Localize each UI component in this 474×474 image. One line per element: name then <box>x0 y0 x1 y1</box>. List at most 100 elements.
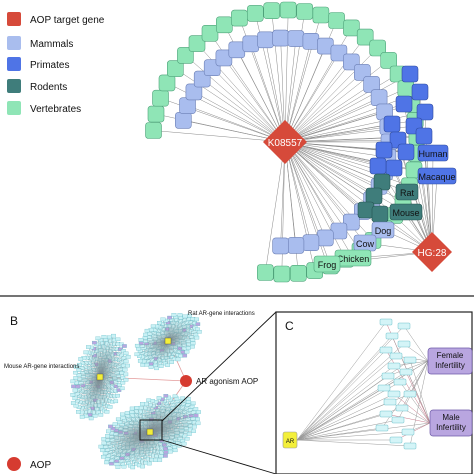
vertebrate-node[interactable] <box>328 12 345 29</box>
vertebrate-node[interactable] <box>152 89 169 107</box>
vertebrate-node[interactable] <box>369 39 387 57</box>
vertebrate-node[interactable] <box>247 5 264 22</box>
gene-node[interactable] <box>389 436 403 444</box>
vertebrate-node[interactable] <box>256 264 274 281</box>
gene-node[interactable] <box>383 398 397 406</box>
gene-node[interactable] <box>379 346 393 354</box>
species-node-dog[interactable]: Dog <box>371 221 395 239</box>
gene-node[interactable] <box>387 390 401 398</box>
hub-node-hg28[interactable]: HG:28 <box>412 232 452 272</box>
vertebrate-node[interactable] <box>380 52 398 69</box>
gene-node <box>140 402 145 406</box>
gene-node <box>163 394 169 398</box>
mammal-node[interactable] <box>242 35 260 53</box>
gene-node <box>191 410 197 415</box>
gene-node[interactable] <box>379 318 393 326</box>
mammal-node[interactable] <box>287 237 305 254</box>
primate-node[interactable] <box>411 83 429 101</box>
mammal-node[interactable] <box>287 30 305 47</box>
primate-node[interactable] <box>385 159 403 177</box>
mammal-node[interactable] <box>302 32 320 50</box>
species-node-macaque[interactable]: Macaque <box>417 167 457 185</box>
aop-node[interactable] <box>180 375 192 387</box>
gene-node <box>86 345 91 349</box>
gene-node[interactable] <box>381 372 395 380</box>
primate-node[interactable] <box>401 65 419 83</box>
vertebrate-node[interactable] <box>356 28 374 46</box>
hub-node-k08557[interactable]: K08557 <box>263 120 307 164</box>
gene-node[interactable] <box>395 404 409 412</box>
mammal-node[interactable] <box>302 234 320 251</box>
vertebrate-node[interactable] <box>201 24 219 42</box>
vertebrate-node[interactable] <box>273 265 291 283</box>
mammal-node[interactable] <box>228 41 246 59</box>
gene-node[interactable] <box>403 390 417 398</box>
gene-node[interactable] <box>379 410 393 418</box>
primate-node[interactable] <box>415 127 433 145</box>
mammal-node[interactable] <box>342 213 360 231</box>
gene-node[interactable] <box>403 356 417 364</box>
rodent-node[interactable] <box>357 201 375 219</box>
gene-node[interactable] <box>377 384 391 392</box>
gene-node[interactable] <box>387 362 401 370</box>
gene-node <box>144 328 150 333</box>
species-node-cow[interactable]: Cow <box>353 234 377 252</box>
gene-node[interactable] <box>399 368 413 376</box>
vertebrate-node[interactable] <box>289 264 307 282</box>
mammal-node[interactable] <box>175 112 192 129</box>
primate-node[interactable] <box>383 115 401 133</box>
ar-node[interactable]: AR <box>282 431 298 449</box>
mammal-node[interactable] <box>370 89 388 106</box>
gene-node[interactable] <box>397 322 411 330</box>
vertebrate-node[interactable] <box>145 122 162 139</box>
gene-node[interactable] <box>389 352 403 360</box>
primate-node[interactable] <box>375 141 393 159</box>
species-node-mouse[interactable]: Mouse <box>389 203 423 221</box>
gene-node[interactable] <box>401 428 415 436</box>
gene-node <box>134 406 140 410</box>
primate-node[interactable] <box>416 103 434 121</box>
vertebrate-node[interactable] <box>188 35 206 52</box>
gene-node[interactable] <box>397 340 411 348</box>
mammal-node[interactable] <box>272 29 289 47</box>
mammal-node[interactable] <box>257 31 274 49</box>
gene-node[interactable] <box>393 378 407 386</box>
primate-node[interactable] <box>369 157 387 175</box>
vertebrate-node[interactable] <box>147 105 165 123</box>
gene-node <box>92 340 97 345</box>
primate-node[interactable] <box>395 95 413 113</box>
gene-node <box>148 365 154 369</box>
gene-node[interactable] <box>375 424 389 432</box>
gene-node <box>179 418 185 422</box>
rodent-node[interactable] <box>371 205 389 223</box>
gene-node <box>117 358 122 363</box>
mammal-node[interactable] <box>272 237 289 255</box>
gene-node[interactable] <box>403 442 417 450</box>
species-node-chicken[interactable]: Chicken <box>334 249 372 267</box>
vertebrate-node[interactable] <box>279 1 297 19</box>
vertebrate-node[interactable] <box>158 74 176 92</box>
rodent-node[interactable] <box>365 187 383 205</box>
species-node-frog[interactable]: Frog <box>313 255 341 273</box>
vertebrate-node[interactable] <box>397 80 415 97</box>
mammal-node[interactable] <box>316 229 334 247</box>
vertebrate-node[interactable] <box>231 9 248 27</box>
primate-node[interactable] <box>397 143 415 161</box>
gene-node[interactable] <box>385 332 399 340</box>
mammal-node[interactable] <box>330 44 348 62</box>
vertebrate-node[interactable] <box>263 2 281 20</box>
gene-node <box>110 447 116 451</box>
vertebrate-node[interactable] <box>216 16 233 34</box>
rodent-node[interactable] <box>373 173 391 191</box>
vertebrate-node[interactable] <box>312 6 330 24</box>
gene-node[interactable] <box>391 416 405 424</box>
species-node-human[interactable]: Human <box>417 144 449 162</box>
vertebrate-node[interactable] <box>167 60 184 77</box>
vertebrate-node[interactable] <box>296 3 314 20</box>
species-node-rat[interactable]: Rat <box>395 183 419 201</box>
vertebrate-node[interactable] <box>343 19 360 37</box>
vertebrate-node[interactable] <box>177 47 194 64</box>
